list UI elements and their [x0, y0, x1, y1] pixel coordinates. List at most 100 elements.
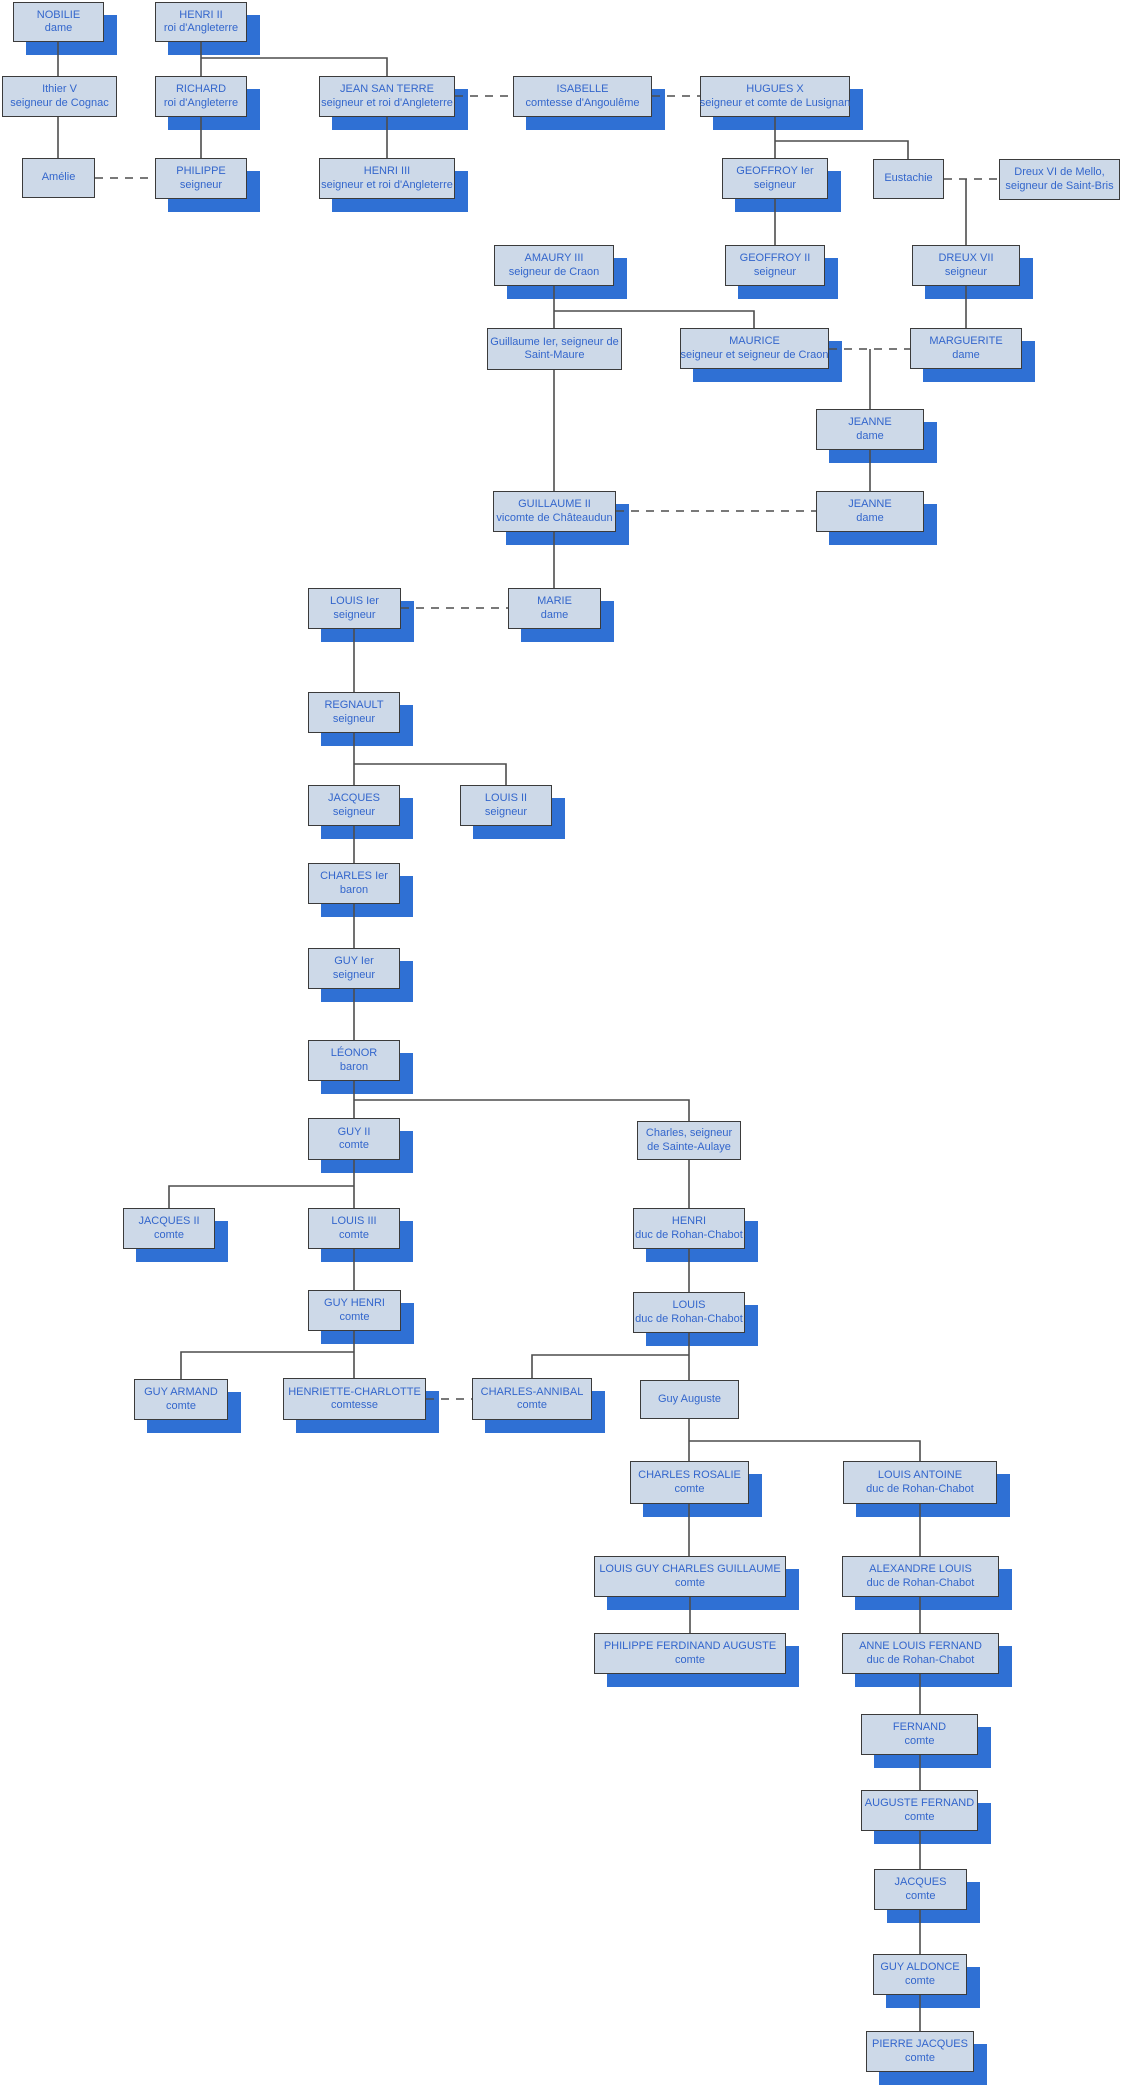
person-name: LOUIS	[672, 1299, 706, 1311]
person-name: MAURICE	[729, 335, 780, 347]
person-node-amelie[interactable]: Amélie	[22, 158, 95, 198]
person-name: ISABELLE	[556, 83, 609, 95]
person-title: comte	[905, 1889, 936, 1902]
person-name: AMAURY III	[524, 252, 584, 264]
person-title: dame	[856, 429, 884, 442]
person-name: HENRI	[671, 1215, 707, 1227]
person-title: comtesse d'Angoulême	[525, 96, 640, 109]
person-name: Amélie	[41, 171, 76, 184]
person-name: CHARLES-ANNIBAL	[480, 1385, 584, 1398]
person-name: MARIE	[537, 595, 572, 607]
person-name: JEAN SAN TERRE	[340, 83, 434, 95]
person-title: seigneur et roi d'Angleterre	[321, 178, 453, 191]
descent-line	[354, 763, 507, 785]
person-name: GEOFFROY Ier	[736, 165, 814, 177]
person-name: LOUIS Ier	[330, 595, 379, 607]
person-node-eustachie[interactable]: Eustachie	[873, 159, 944, 199]
person-name: HENRIETTE-CHARLOTTE	[288, 1385, 421, 1398]
person-title: comte	[674, 1482, 705, 1495]
person-title: comte	[675, 1576, 705, 1589]
person-name: GUILLAUME II	[518, 498, 591, 510]
person-title: comte	[166, 1399, 196, 1412]
person-name: GEOFFROY II	[739, 252, 811, 264]
person-title: comte	[675, 1653, 705, 1666]
person-node-guyauguste[interactable]: Guy Auguste	[640, 1380, 739, 1419]
person-title: vicomte de Châteaudun	[496, 511, 613, 524]
descent-line	[168, 1185, 354, 1208]
person-title: roi d'Angleterre	[163, 22, 239, 34]
person-name: FERNAND	[892, 1721, 947, 1733]
descent-line	[554, 310, 755, 328]
person-title: comte	[154, 1228, 184, 1241]
person-name: JACQUES II	[138, 1215, 200, 1227]
person-title: seigneur de Craon	[508, 265, 600, 278]
person-title: comte	[904, 1810, 935, 1823]
person-name: Charles, seigneur	[645, 1127, 733, 1139]
person-name: GUY II	[337, 1125, 371, 1138]
person-title: comte	[339, 1228, 369, 1241]
person-title: Saint-Maure	[524, 349, 585, 361]
person-node-dreux6[interactable]: Dreux VI de Mello,seigneur de Saint-Bris	[999, 159, 1120, 200]
person-name: RICHARD	[175, 83, 227, 95]
person-title: seigneur	[332, 968, 376, 981]
person-title: seigneur	[753, 265, 797, 278]
person-title: seigneur de Saint-Bris	[1005, 179, 1114, 192]
person-name: HUGUES X	[746, 83, 804, 95]
person-name: LOUIS III	[331, 1215, 377, 1227]
person-name: Dreux VI de Mello,	[1014, 166, 1105, 178]
person-name: PIERRE JACQUES	[872, 2038, 968, 2050]
person-name: CHARLES Ier	[320, 870, 388, 882]
person-name: NOBILIE	[36, 8, 81, 21]
person-name: HENRI III	[363, 165, 411, 177]
person-title: comtesse	[330, 1399, 379, 1411]
